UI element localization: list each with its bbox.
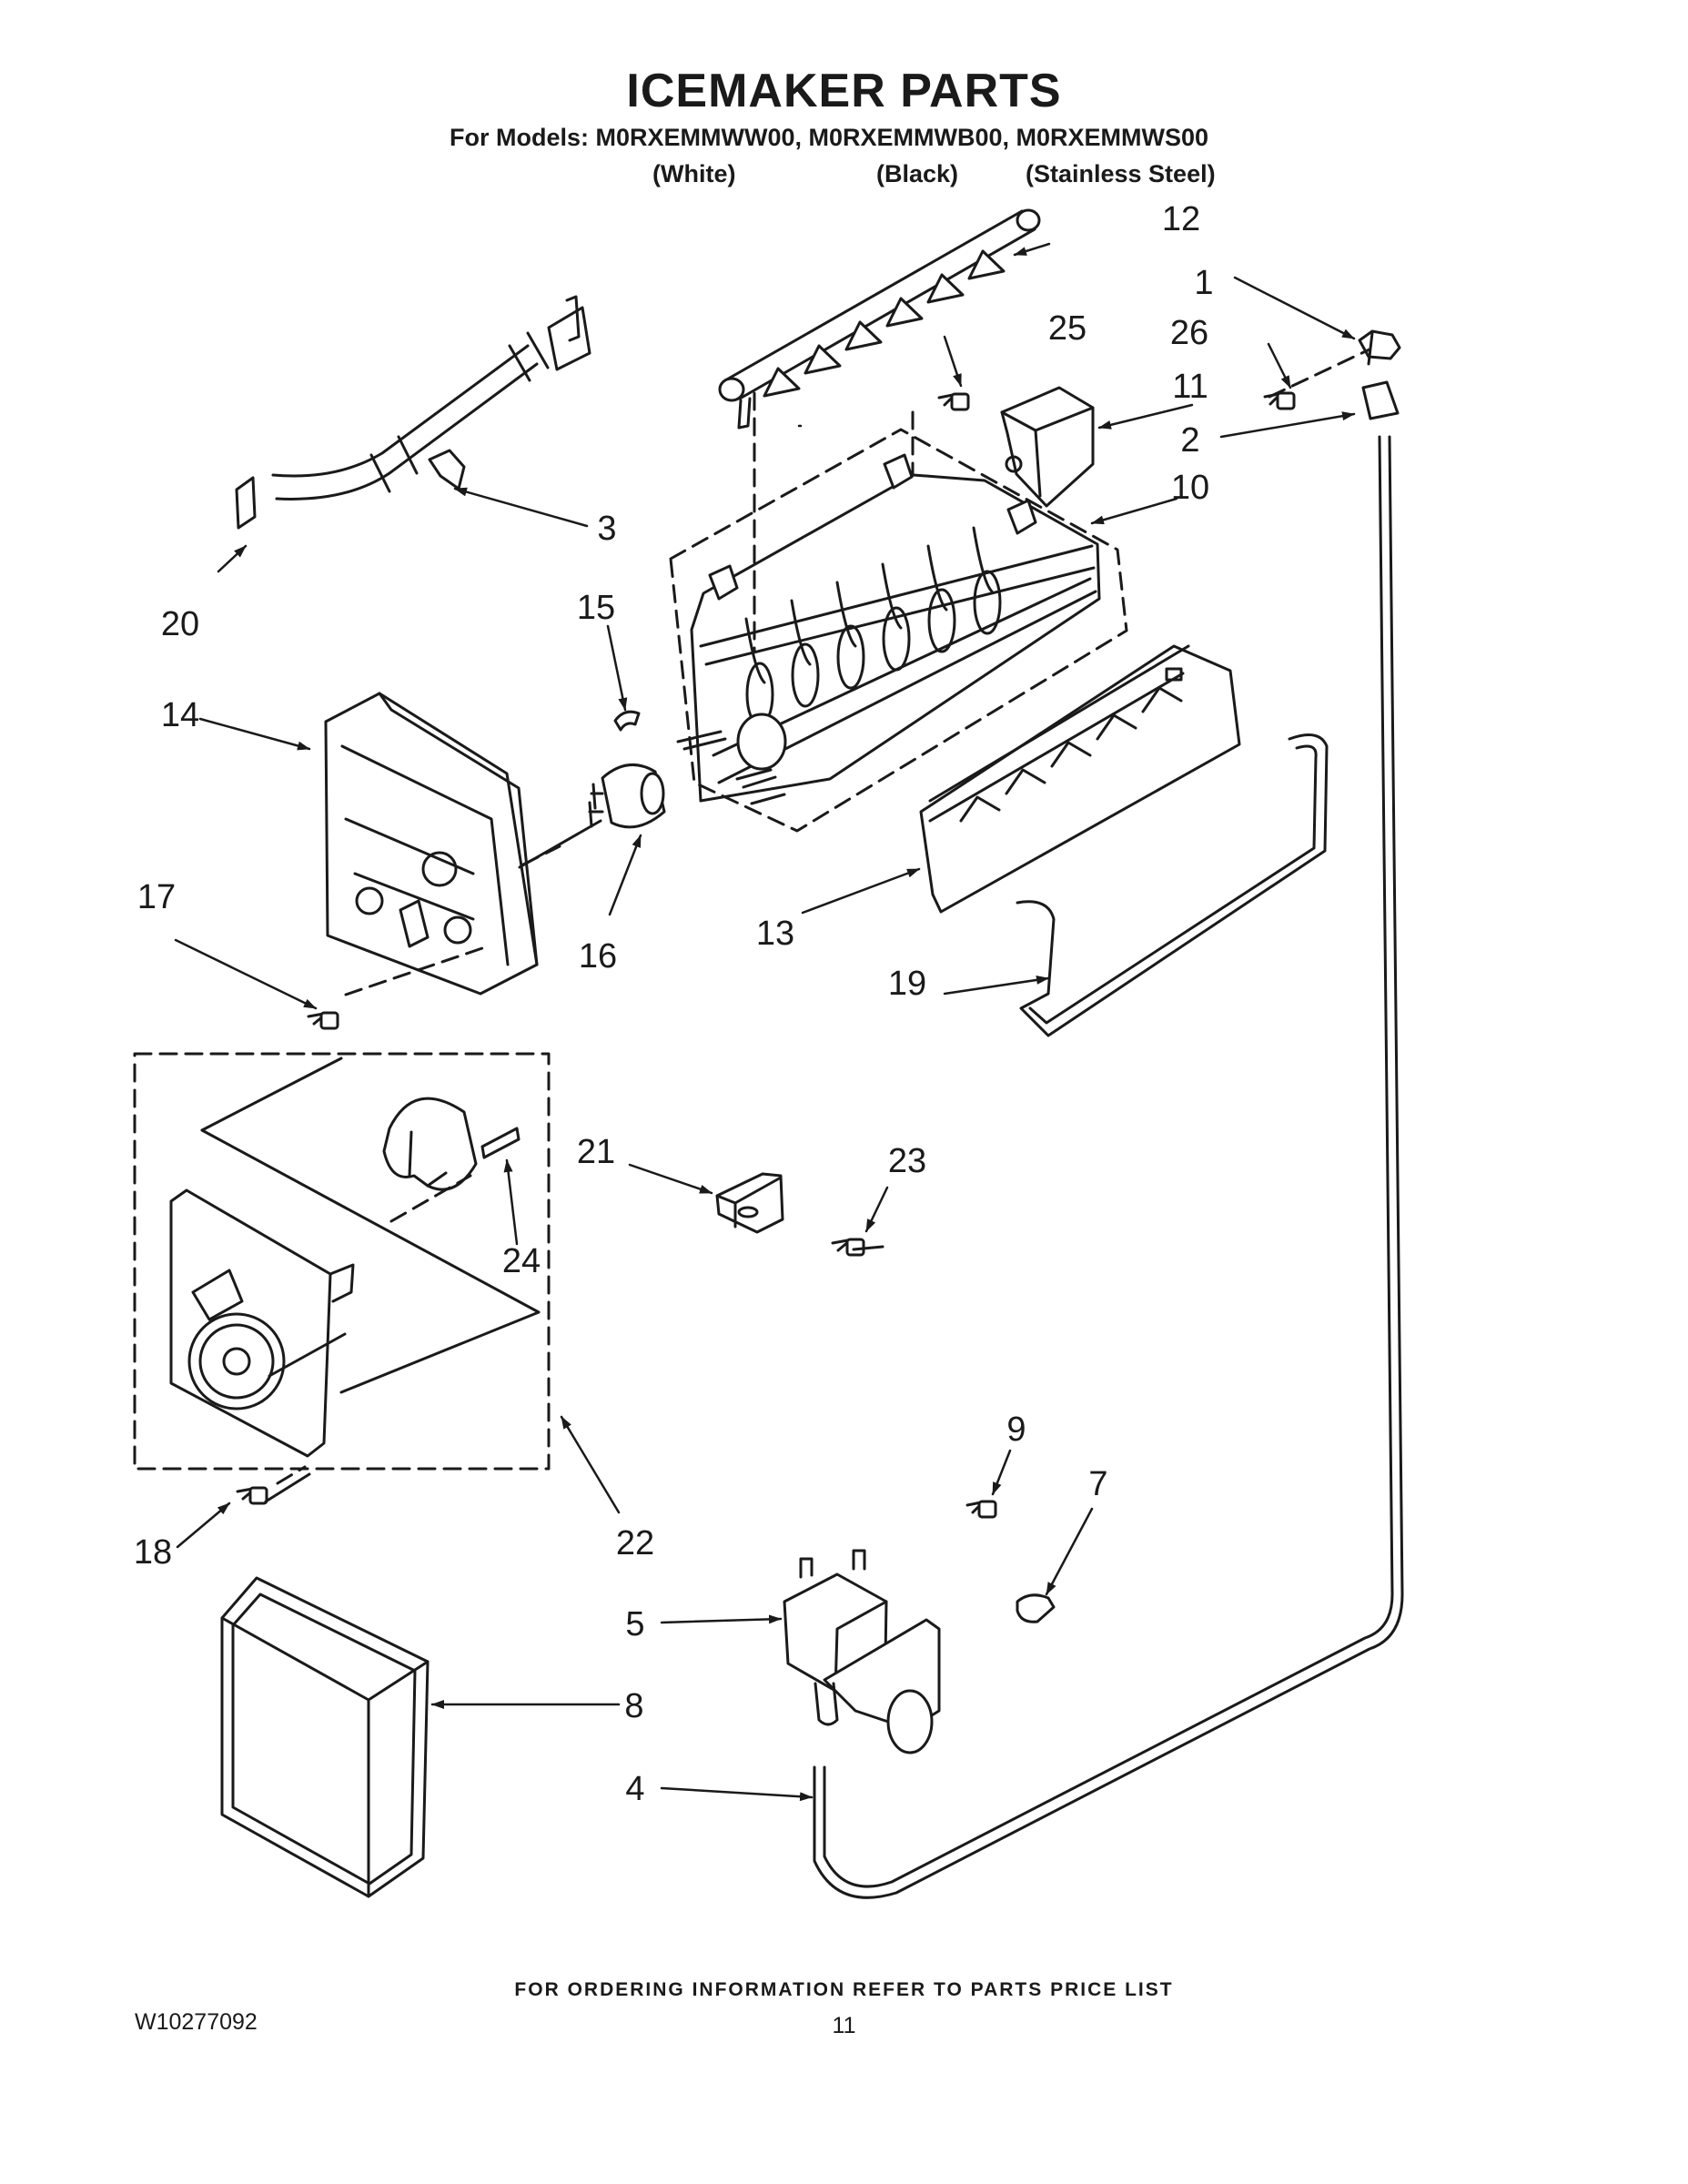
screw-18 bbox=[236, 1486, 268, 1505]
ice-mold bbox=[676, 453, 1101, 805]
callout-12: 12 bbox=[1162, 200, 1200, 238]
screw-9 bbox=[965, 1500, 997, 1519]
callout-24: 24 bbox=[502, 1242, 541, 1280]
mold-shield bbox=[919, 644, 1241, 914]
callout-2: 2 bbox=[1180, 421, 1199, 460]
callout-7: 7 bbox=[1088, 1465, 1107, 1503]
callout-19: 19 bbox=[888, 965, 926, 1003]
callout-14: 14 bbox=[161, 696, 199, 734]
callout-15: 15 bbox=[577, 589, 615, 627]
callout-13: 13 bbox=[756, 915, 794, 953]
variant-stainless: (Stainless Steel) bbox=[1026, 160, 1216, 187]
leader-arrows bbox=[174, 242, 1356, 1802]
control-module bbox=[169, 1188, 355, 1458]
document-number: W10277092 bbox=[135, 2009, 258, 2035]
variant-white: (White) bbox=[652, 160, 736, 187]
callout-8: 8 bbox=[624, 1687, 643, 1725]
callout-26: 26 bbox=[1170, 314, 1208, 352]
water-valve bbox=[783, 1549, 941, 1754]
ice-ejector bbox=[718, 208, 1041, 430]
mold-assembly-outline bbox=[669, 428, 1128, 833]
screw-23 bbox=[831, 1238, 865, 1257]
ordering-note: FOR ORDERING INFORMATION REFER TO PARTS … bbox=[514, 1979, 1174, 2000]
wire-harness bbox=[235, 295, 591, 530]
screw-17 bbox=[307, 1011, 339, 1030]
thermostat-clip bbox=[613, 710, 641, 732]
water-tube bbox=[813, 435, 1404, 1899]
variant-black: (Black) bbox=[876, 160, 959, 187]
fitting-sleeve bbox=[1361, 380, 1400, 420]
icemaker-housing-cover bbox=[220, 1576, 430, 1898]
shut-off-arm bbox=[1016, 733, 1329, 1037]
module-motor bbox=[382, 1097, 478, 1191]
page-number: 11 bbox=[832, 2013, 856, 2038]
module-screw bbox=[480, 1127, 521, 1159]
assembly-lines bbox=[200, 1057, 884, 1503]
fill-cup bbox=[1000, 386, 1095, 508]
alignment-lines bbox=[276, 348, 1371, 1485]
callout-21: 21 bbox=[577, 1133, 615, 1171]
module-assembly-box bbox=[133, 1052, 551, 1471]
callout-16: 16 bbox=[579, 937, 617, 976]
models-line: For Models: M0RXEMMWW00, M0RXEMMWB00, M0… bbox=[450, 124, 1209, 151]
screw-25 bbox=[937, 392, 970, 411]
fitting-nut bbox=[1358, 329, 1401, 366]
callout-20: 20 bbox=[161, 605, 199, 643]
callout-1: 1 bbox=[1194, 264, 1213, 302]
thermostat bbox=[518, 763, 666, 869]
bracket bbox=[715, 1172, 784, 1234]
callout-23: 23 bbox=[888, 1142, 926, 1180]
callout-labels: 12 1 25 26 11 2 10 3 20 15 14 17 13 16 1… bbox=[134, 200, 1214, 1808]
callout-17: 17 bbox=[137, 878, 176, 916]
callout-18: 18 bbox=[134, 1533, 172, 1572]
page-title: ICEMAKER PARTS bbox=[626, 65, 1062, 117]
callout-9: 9 bbox=[1006, 1410, 1026, 1449]
callout-10: 10 bbox=[1171, 469, 1209, 507]
callout-4: 4 bbox=[625, 1770, 644, 1808]
callout-3: 3 bbox=[597, 510, 616, 548]
callout-25: 25 bbox=[1048, 309, 1087, 348]
icemaker-cover bbox=[324, 692, 539, 996]
callout-22: 22 bbox=[616, 1524, 654, 1562]
tube-clip bbox=[1016, 1593, 1056, 1623]
callout-11: 11 bbox=[1172, 368, 1208, 406]
harness-clip bbox=[428, 449, 466, 490]
callout-5: 5 bbox=[625, 1605, 644, 1643]
